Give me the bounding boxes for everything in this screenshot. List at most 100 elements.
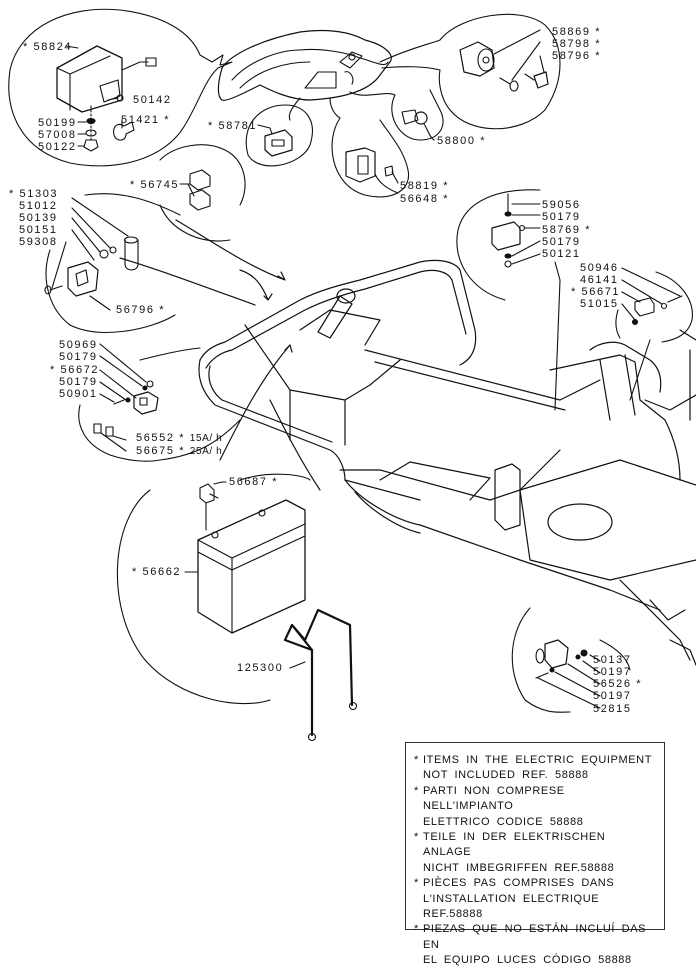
star-marker: * <box>208 120 214 132</box>
callout-label: 51015 <box>580 298 619 310</box>
star-marker: * <box>130 179 136 191</box>
relay-icon <box>190 190 210 210</box>
star-marker: * <box>159 304 166 316</box>
star-marker: * <box>179 432 186 444</box>
rear-switch-icon <box>536 640 568 668</box>
socket-bubble <box>45 194 180 333</box>
star-marker: * <box>585 224 592 236</box>
callout-label: 50137 <box>593 654 632 666</box>
chassis-frame <box>120 220 696 665</box>
fuse-icon <box>94 424 101 433</box>
callout-label: * 58781 <box>208 120 258 132</box>
fuse-rating: 25A/ h <box>189 446 223 457</box>
callout-label: 50121 <box>542 248 581 260</box>
callout-label: 57008 <box>38 129 77 141</box>
callout-label: * 56672 <box>50 364 100 376</box>
relay-icon <box>190 170 210 190</box>
star-marker: * <box>595 38 602 50</box>
star-marker: * <box>414 831 419 844</box>
callout-label: 50179 <box>59 351 98 363</box>
nut-icon <box>505 261 511 267</box>
exploded-diagram <box>0 0 696 945</box>
battery-terminal-cover-icon <box>200 484 218 503</box>
star-marker: * <box>636 678 643 690</box>
callout-label: 50969 <box>59 339 98 351</box>
plug-tube-icon <box>125 240 138 270</box>
star-marker: * <box>272 476 279 488</box>
warning-light-bubble <box>392 90 443 140</box>
nut-icon <box>110 247 116 253</box>
callout-label: 51421 * <box>121 114 171 126</box>
tail-light-icon <box>57 46 156 112</box>
callout-label: 56526 * <box>593 678 643 690</box>
star-marker: * <box>164 114 171 126</box>
light-switch-bubble <box>332 118 409 197</box>
callout-label: 50142 <box>133 94 172 106</box>
callout-label: 59056 <box>542 199 581 211</box>
solenoid-bubble <box>457 190 560 410</box>
seat-switch-icon <box>635 298 654 316</box>
callout-label: 58769 * <box>542 224 592 236</box>
key-icon <box>500 78 518 91</box>
star-marker: * <box>414 784 419 797</box>
callout-label: 50122 <box>38 141 77 153</box>
callout-label: 59308 <box>19 236 58 248</box>
tail-light-detail <box>9 9 232 166</box>
star-marker: * <box>132 566 138 578</box>
star-marker: * <box>571 286 577 298</box>
nut-icon <box>147 381 153 387</box>
nut-icon <box>84 140 98 151</box>
callout-label: 56687 * <box>229 476 279 488</box>
star-marker: * <box>480 135 487 147</box>
battery-icon <box>198 500 305 633</box>
key-icon <box>525 72 548 88</box>
callout-label: 125300 <box>237 662 284 674</box>
power-socket-icon <box>68 262 98 296</box>
note-french: * PIÈCES PAS COMPRISES DANS L'INSTALLATI… <box>414 877 615 921</box>
star-marker: * <box>443 193 450 205</box>
callout-label: 50179 <box>542 211 581 223</box>
light-switch-icon <box>346 148 393 182</box>
star-marker: * <box>50 364 56 376</box>
callout-label: 50139 <box>19 212 58 224</box>
battery-strap-icon <box>285 610 352 735</box>
ignition-bubble <box>380 14 560 128</box>
screw-icon <box>50 286 62 290</box>
star-marker: * <box>414 923 419 936</box>
star-marker: * <box>595 26 602 38</box>
legend-notes-box: * ITEMS IN THE ELECTRIC EQUIPMENT NOT IN… <box>405 742 665 966</box>
star-marker: * <box>443 180 450 192</box>
callout-label: 46141 <box>580 274 619 286</box>
dashboard-panel <box>218 30 391 100</box>
callout-label: * 56662 <box>132 566 182 578</box>
callout-label: * 58824 <box>23 41 73 53</box>
screw-icon <box>114 400 124 404</box>
fuse-icon <box>106 427 113 436</box>
callout-label: 50151 <box>19 224 58 236</box>
callout-label: * 51303 <box>9 188 59 200</box>
callout-label: 56552 * 15A/ h <box>136 432 223 444</box>
bulb-icon <box>114 122 134 140</box>
battery-bubble <box>117 474 310 703</box>
fuse-bubble <box>79 344 240 461</box>
callout-label: * 56745 <box>130 179 180 191</box>
star-marker: * <box>9 188 15 200</box>
fuse-rating: 15A/ h <box>189 433 223 444</box>
callout-label: * 56671 <box>571 286 621 298</box>
warning-lamp-icon <box>402 110 427 124</box>
ignition-switch-icon <box>460 42 494 76</box>
callout-label: 51012 <box>19 200 58 212</box>
callout-label: 50199 <box>38 117 77 129</box>
callout-label: 58796 * <box>552 50 602 62</box>
callout-label: 50197 <box>593 666 632 678</box>
star-marker: * <box>414 877 419 890</box>
relay-bubble <box>160 145 245 241</box>
note-italian: * PARTI NON COMPRESE NELL'IMPIANTO ELETT… <box>414 784 584 828</box>
star-marker: * <box>414 754 419 766</box>
star-marker: * <box>595 50 602 62</box>
callout-label: 50179 <box>542 236 581 248</box>
note-english: * ITEMS IN THE ELECTRIC EQUIPMENT NOT IN… <box>414 754 653 782</box>
callout-label: 56675 * 25A/ h <box>136 445 223 457</box>
solenoid-icon <box>492 222 525 250</box>
callout-label: 50901 <box>59 388 98 400</box>
